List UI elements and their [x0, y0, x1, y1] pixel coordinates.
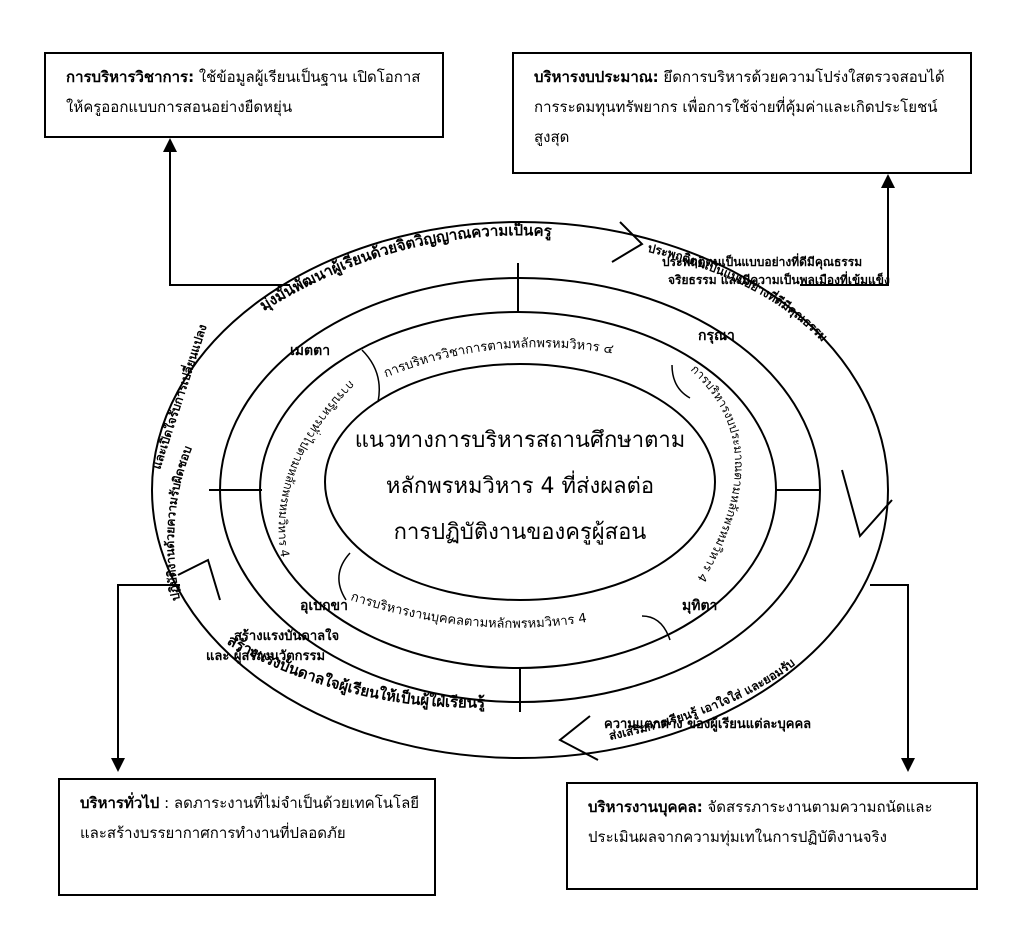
center-line-1: แนวทางการบริหารสถานศึกษาตาม	[354, 428, 686, 453]
arrow-up-right-icon	[881, 174, 895, 188]
label-karuna: กรุณา	[698, 328, 735, 344]
general-title: บริหารทั่วไป	[80, 794, 160, 812]
outer-left-text: ปฏิบัติงานด้วยความรับผิดชอบ	[163, 444, 195, 602]
center-title: แนวทางการบริหารสถานศึกษาตาม หลักพรหมวิหา…	[330, 418, 710, 556]
outer-bottom-right-line-2: ความแตกต่าง ของผู้เรียนแต่ละบุคคล	[604, 716, 811, 732]
label-metta: เมตตา	[290, 343, 330, 359]
arrow-up-left-icon	[163, 138, 177, 152]
academic-box: การบริหารวิชาการ: ใช้ข้อมูลผู้เรียนเป็นฐ…	[44, 52, 444, 138]
outer-right-line-2: จริยธรรม และมีความเป็นพลเมืองที่เข้มแข็ง	[668, 271, 890, 287]
label-upekkha: อุเบกขา	[300, 598, 348, 614]
arrow-down-left-icon	[111, 758, 125, 772]
inner-arcs	[338, 349, 691, 641]
core-ellipse	[324, 363, 716, 601]
budget-title: บริหารงบประมาณ:	[534, 68, 659, 86]
personnel-box: บริหารงานบุคคล: จัดสรรภาระงานตามความถนัด…	[566, 782, 978, 890]
budget-text: ยึดการบริหารด้วยความโปร่งใสตรวจสอบได้ กา…	[534, 68, 945, 146]
inner-top-text: การบริหารวิชาการตามหลักพรหมวิหาร ๔	[382, 336, 615, 381]
connector-arrows	[117, 150, 909, 760]
outer-ring-arrows	[177, 221, 893, 761]
outer-left-line-2: และเปิดใจรับการเปลี่ยนแปลง	[148, 322, 210, 471]
academic-text: ใช้ข้อมูลผู้เรียนเป็นฐาน เปิดโอกาสให้ครู…	[66, 68, 421, 116]
center-line-3: การปฏิบัติงานของครูผู้สอน	[393, 520, 647, 545]
outer-ellipse	[151, 221, 889, 759]
personnel-text: จัดสรรภาระงานตามความถนัดและประเมินผลจากค…	[588, 798, 933, 846]
center-line-2: หลักพรหมวิหาร 4 ที่ส่งผลต่อ	[385, 474, 655, 499]
personnel-title: บริหารงานบุคคล:	[588, 798, 703, 816]
ring-dividers	[209, 263, 820, 712]
budget-box: บริหารงบประมาณ: ยึดการบริหารด้วยความโปร่…	[512, 52, 972, 174]
outer-right-line-1: ประพฤติตนเป็นแบบอย่างที่ดีมีคุณธรรม	[662, 253, 862, 270]
arrow-heads	[111, 138, 915, 772]
academic-title: การบริหารวิชาการ:	[66, 68, 195, 86]
arrow-down-right-icon	[901, 758, 915, 772]
outer-bottom-left-line-1: สร้างแรงบันดาลใจ	[234, 627, 339, 644]
general-box: บริหารทั่วไป : ลดภาระงานที่ไม่จำเป็นด้วย…	[58, 778, 436, 896]
label-mudita: มุทิตา	[682, 598, 717, 614]
outer-bottom-left-line-2: และ ผู้สร้างนวัตกรรม	[206, 648, 325, 664]
general-text: : ลดภาระงานที่ไม่จำเป็นด้วยเทคโนโลยี และ…	[80, 794, 420, 842]
